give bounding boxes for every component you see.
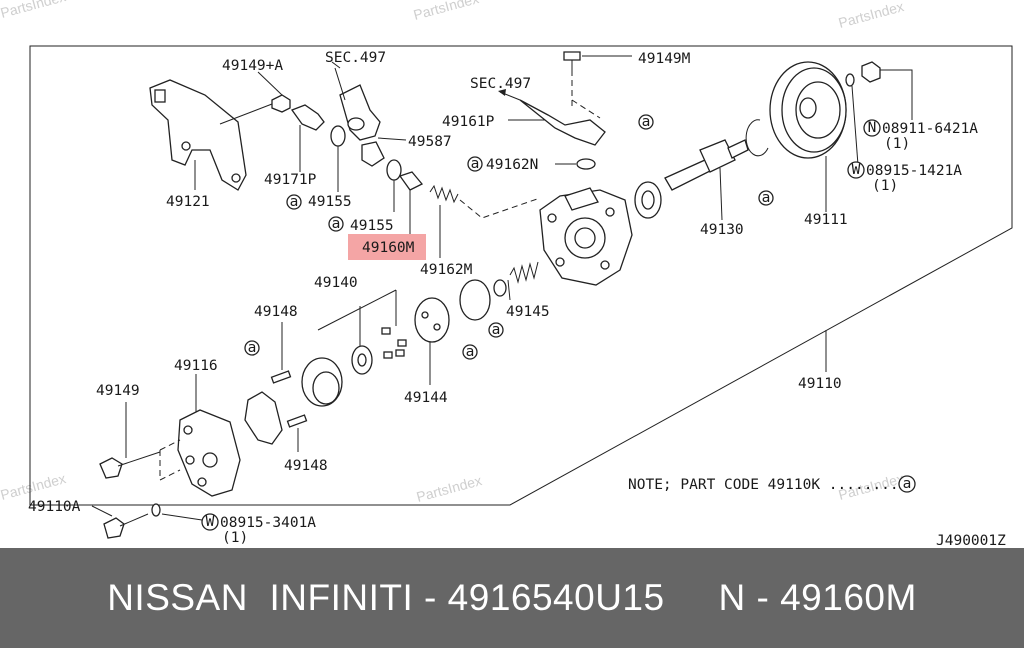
watermark: PartsIndex xyxy=(415,472,484,505)
label-08915-1421a: 08915-1421A xyxy=(866,163,962,179)
label-08911-qty: (1) xyxy=(884,136,910,152)
rotor xyxy=(351,345,373,375)
svg-text:a: a xyxy=(762,190,771,206)
label-49121: 49121 xyxy=(166,194,210,210)
nut-08911 xyxy=(861,61,881,83)
washer-49162n xyxy=(576,158,596,170)
label-49130: 49130 xyxy=(700,222,744,238)
watermark: PartsIndex xyxy=(412,0,481,23)
svg-text:a: a xyxy=(642,114,651,130)
marker-n: N xyxy=(863,119,881,137)
gasket xyxy=(244,391,283,445)
label-49162n: 49162N xyxy=(486,157,538,173)
svg-text:a: a xyxy=(248,340,257,356)
label-49587: 49587 xyxy=(408,134,452,150)
label-49116: 49116 xyxy=(174,358,218,374)
washer-08915 xyxy=(845,73,855,87)
label-49149m: 49149M xyxy=(638,51,691,67)
pressure-plate-49144 xyxy=(414,297,450,385)
label-sec-497: SEC.497 xyxy=(325,50,386,66)
label-sec-497-b: SEC.497 xyxy=(470,76,531,92)
label-49155: 49155 xyxy=(308,194,352,210)
label-49171p: 49171P xyxy=(264,172,317,188)
label-49110a: 49110A xyxy=(28,499,81,515)
marker-a: a xyxy=(286,194,302,210)
marker-w: W xyxy=(847,161,865,179)
pump-body xyxy=(539,187,633,286)
footer-bar: NISSAN INFINITI - 4916540U15 N - 49160M xyxy=(0,548,1024,648)
spring-49145 xyxy=(509,261,539,284)
bolt-49149m xyxy=(563,51,632,76)
label-49148-b: 49148 xyxy=(284,458,328,474)
parts-diagram: PartsIndex PartsIndex PartsIndex PartsIn… xyxy=(0,0,1013,548)
connector-49587 xyxy=(334,67,407,167)
marker-a: a xyxy=(488,322,504,338)
svg-text:W: W xyxy=(206,514,215,530)
o-ring-small xyxy=(493,279,507,297)
svg-text:a: a xyxy=(290,194,299,210)
highlight-49160m xyxy=(348,234,426,260)
snap-ring xyxy=(745,119,769,157)
svg-text:a: a xyxy=(466,344,475,360)
label-08915-3401a-qty: (1) xyxy=(222,530,248,546)
hose-49161p xyxy=(508,80,606,146)
marker-a: a xyxy=(328,216,344,232)
label-49161p: 49161P xyxy=(442,114,495,130)
marker-a: a xyxy=(462,344,478,360)
marker-a: a xyxy=(758,190,774,206)
assembly-frame xyxy=(29,45,1013,506)
label-08915-3401a: 08915-3401A xyxy=(220,515,316,531)
label-49149-a: 49149+A xyxy=(222,58,283,74)
pin-49148-b xyxy=(286,414,308,428)
label-49162m: 49162M xyxy=(420,262,473,278)
spring-49162m xyxy=(429,184,459,258)
o-ring-49155-b xyxy=(386,159,402,181)
label-08915-1421a-qty: (1) xyxy=(872,178,898,194)
marker-w: W xyxy=(201,513,219,531)
o-ring-49155 xyxy=(330,125,346,147)
footer-part-info: NISSAN INFINITI - 4916540U15 N - 49160M xyxy=(107,577,917,618)
valve-49160m xyxy=(398,171,424,236)
watermark: PartsIndex xyxy=(0,470,67,503)
marker-a: a xyxy=(467,156,483,172)
o-ring-large xyxy=(459,279,491,321)
label-49149: 49149 xyxy=(96,383,140,399)
fitting-49171p xyxy=(290,104,325,172)
bolt-49110a xyxy=(91,503,203,539)
label-08911-6421a: 08911-6421A xyxy=(882,121,978,137)
svg-text:W: W xyxy=(852,162,861,178)
cam-ring xyxy=(301,357,343,407)
pin-49148 xyxy=(270,370,292,384)
label-49144: 49144 xyxy=(404,390,448,406)
bolt-49149-a xyxy=(219,94,291,125)
bracket-49121 xyxy=(149,79,247,191)
label-49140: 49140 xyxy=(314,275,358,291)
watermark: PartsIndex xyxy=(837,0,906,31)
vanes xyxy=(381,327,407,359)
svg-text:a: a xyxy=(471,156,480,172)
marker-a: a xyxy=(244,340,260,356)
label-49155-b: 49155 xyxy=(350,218,394,234)
label-49145: 49145 xyxy=(506,304,550,320)
drawing-ref: J490001Z xyxy=(936,533,1006,548)
shaft-49130 xyxy=(664,139,749,221)
note-text: NOTE; PART CODE 49110K ........ xyxy=(628,477,899,493)
oil-seal xyxy=(634,181,662,219)
svg-text:a: a xyxy=(492,322,501,338)
svg-text:a: a xyxy=(332,216,341,232)
label-49148: 49148 xyxy=(254,304,298,320)
marker-a: a xyxy=(898,475,916,493)
rear-cover-49116 xyxy=(177,374,241,497)
label-49111: 49111 xyxy=(804,212,848,228)
pulley-49111 xyxy=(769,61,847,212)
svg-text:a: a xyxy=(903,476,912,492)
svg-text:N: N xyxy=(868,120,877,136)
bolt-49149 xyxy=(99,402,161,479)
label-49160m: 49160M xyxy=(362,240,415,256)
marker-a: a xyxy=(638,114,654,130)
watermark: PartsIndex xyxy=(0,0,67,21)
label-49110: 49110 xyxy=(798,376,842,392)
